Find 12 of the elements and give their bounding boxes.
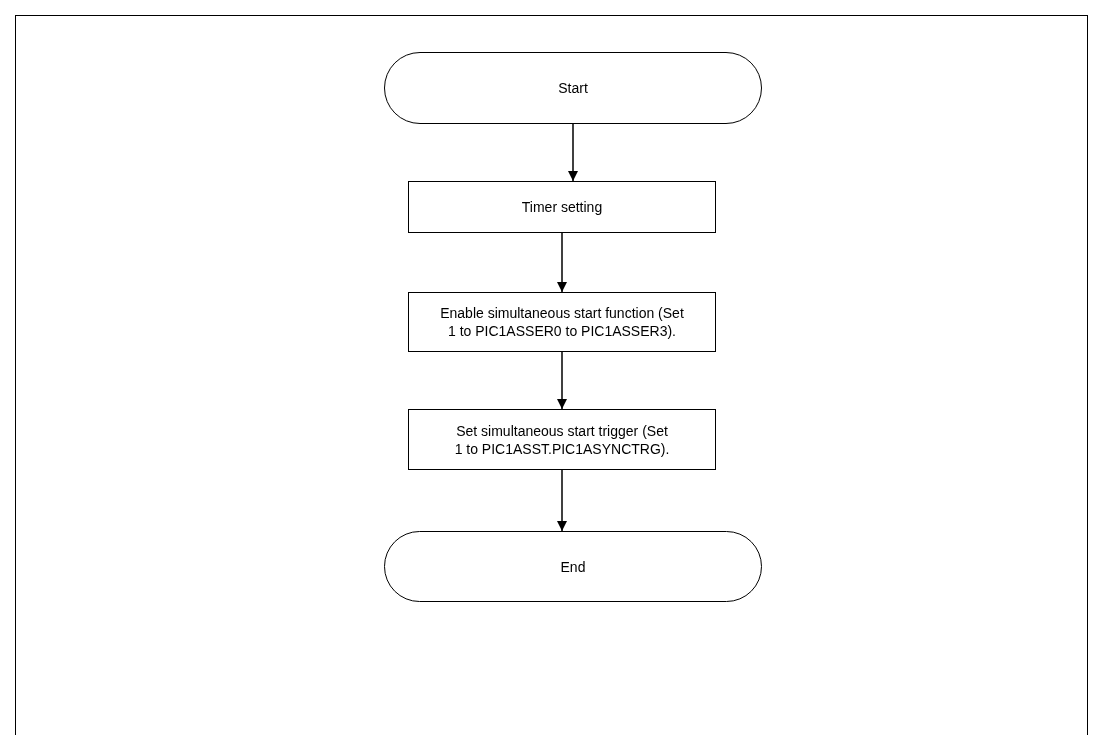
node-text: Set simultaneous start trigger (Set 1 to PIC1ASST.PIC1ASYNCTRG). [453, 421, 671, 458]
arrow [557, 469, 567, 532]
node-text: Start [558, 79, 588, 97]
process-box [408, 292, 716, 352]
arrow [568, 123, 578, 182]
arrow [557, 232, 567, 293]
arrow [557, 351, 567, 410]
process-box [408, 181, 716, 233]
node-text: End [560, 557, 586, 576]
node-text: Enable simultaneous start function (Set 1 to PIC1ASSER0 to PIC1ASSER3). [439, 304, 685, 340]
node-text: Timer setting [521, 198, 603, 216]
process-box [408, 409, 716, 470]
